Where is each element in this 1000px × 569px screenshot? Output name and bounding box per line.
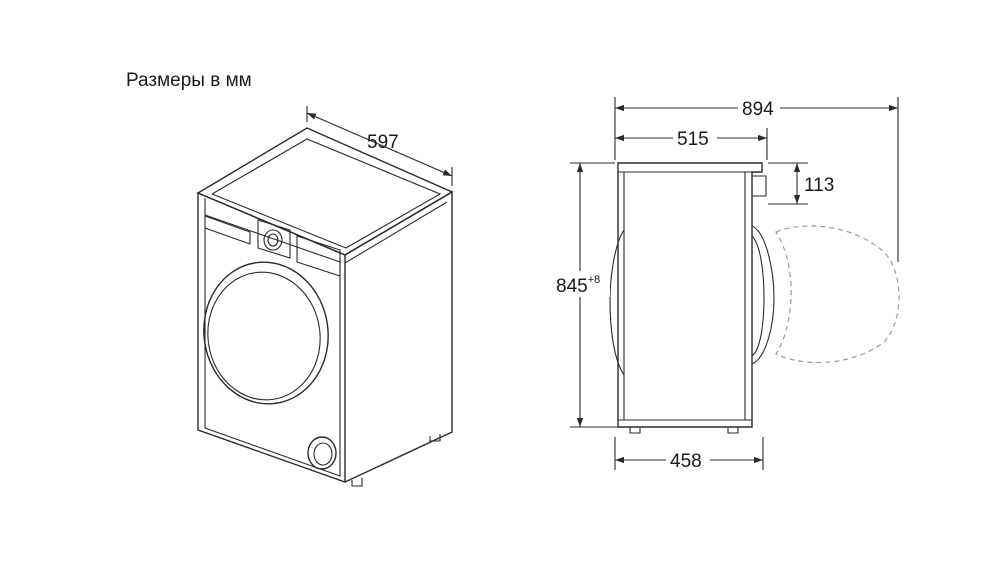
dimension-height-label: 845+8 [556, 274, 600, 297]
dimension-depth-base: 458 [614, 437, 764, 472]
dimension-width: 597 [306, 106, 453, 186]
machine-side-panel [344, 190, 453, 483]
dimension-depth-base-label: 458 [670, 451, 702, 472]
filter-cap [307, 436, 337, 470]
machine-foot [351, 478, 363, 487]
dimension-width-label: 597 [367, 132, 399, 153]
side-door [751, 225, 775, 365]
page-title: Размеры в мм [126, 70, 252, 91]
display-panel [296, 235, 341, 277]
side-knob [752, 175, 767, 197]
height-tolerance: +8 [588, 274, 601, 286]
dimension-depth-total-label: 894 [742, 99, 774, 120]
side-foot-rear [629, 427, 641, 434]
dimension-depth-body: 515 [615, 127, 768, 160]
side-foot-front [727, 427, 739, 434]
door-glass [207, 271, 321, 401]
machine-isometric [196, 127, 454, 487]
machine-front [197, 191, 346, 483]
side-body [617, 162, 763, 428]
dimension-height: 845+8 [552, 162, 628, 428]
machine-top [196, 127, 454, 256]
dimension-depth-body-label: 515 [677, 129, 709, 150]
dimension-depth-total: 894 [614, 97, 899, 262]
door-outer [203, 261, 329, 405]
program-knob-icon [263, 229, 283, 251]
dimension-door-offset: 113 [768, 162, 834, 205]
dimension-door-offset-label: 113 [804, 175, 834, 196]
door-open-swing [775, 225, 900, 364]
machine-side-view [609, 162, 900, 434]
control-panel [204, 214, 341, 263]
